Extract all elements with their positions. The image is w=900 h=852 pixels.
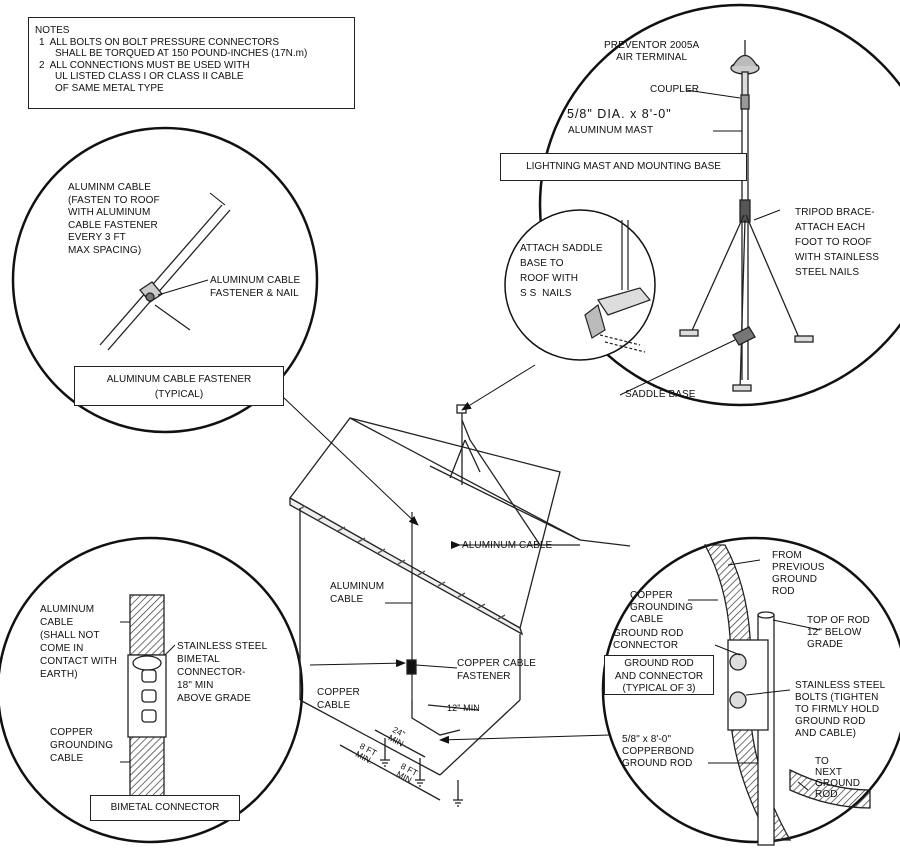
bimetal-copper-label: COPPER GROUNDING CABLE	[50, 727, 114, 764]
fastener-detail-title: ALUMINUM CABLE FASTENER (TYPICAL)	[74, 366, 284, 406]
notes-title: NOTES	[35, 25, 70, 36]
from-previous-label: FROM PREVIOUS GROUND ROD	[772, 550, 825, 597]
coupler-label: COUPLER	[650, 84, 700, 95]
dim-12-label: 12" MIN	[447, 703, 480, 713]
top-of-rod-label: TOP OF ROD 12" BELOW GRADE	[807, 615, 870, 650]
mast-dia-label: 5/8" DIA. x 8'-0"	[567, 107, 672, 121]
ground-detail-title: GROUND ROD AND CONNECTOR (TYPICAL OF 3)	[604, 655, 714, 695]
wall-aluminum-cable-label: ALUMINUM CABLE	[330, 581, 385, 605]
note-item: 1 ALL BOLTS ON BOLT PRESSURE CONNECTORS …	[39, 36, 308, 60]
rod-connector-label: GROUND ROD CONNECTOR	[613, 628, 684, 651]
ground-copper-label: COPPER GROUNDING CABLE	[630, 590, 694, 625]
mast-label: ALUMINUM MAST	[568, 125, 654, 136]
bolts-label: STAINLESS STEEL BOLTS (TIGHTEN TO FIRMLY…	[795, 680, 886, 739]
aluminum-cable-label: ALUMINM CABLE (FASTEN TO ROOF WITH ALUMI…	[68, 182, 160, 256]
notes-box: NOTES 1 ALL BOLTS ON BOLT PRESSURE CONNE…	[28, 17, 355, 109]
ground-rod-drawing	[703, 544, 871, 846]
roof-aluminum-cable-label: ALUMINUM CABLE	[462, 540, 553, 551]
leader-lines	[120, 89, 821, 791]
cable-fastener-label: ALUMINUM CABLE FASTENER & NAIL	[210, 275, 301, 299]
saddle-attach-label: ATTACH SADDLE BASE TO ROOF WITH S S NAIL…	[520, 243, 603, 299]
saddle-base-label: SADDLE BASE	[625, 389, 696, 400]
copper-cable-label: COPPER CABLE	[317, 687, 360, 711]
bimetal-detail-title: BIMETAL CONNECTOR	[90, 795, 240, 821]
copper-fastener-label: COPPER CABLE FASTENER	[457, 658, 537, 682]
tripod-label: TRIPOD BRACE- ATTACH EACH FOOT TO ROOF W…	[795, 207, 880, 278]
bimetal-connector-label: STAINLESS STEEL BIMETAL CONNECTOR- 18" M…	[177, 641, 268, 704]
bimetal-drawing	[127, 594, 167, 816]
ground-rod-label: 5/8" x 8'-0" COPPERBOND GROUND ROD	[622, 734, 695, 769]
mast-detail-title: LIGHTNING MAST AND MOUNTING BASE	[500, 153, 747, 181]
bimetal-aluminum-label: ALUMINUM CABLE (SHALL NOT COME IN CONTAC…	[40, 604, 117, 680]
fastener-drawing	[99, 204, 231, 351]
house-drawing	[289, 404, 631, 807]
note-item: 2 ALL CONNECTIONS MUST BE USED WITH UL L…	[39, 59, 250, 94]
saddle-drawing	[584, 220, 652, 353]
to-next-label: TO NEXT GROUND ROD	[815, 756, 861, 800]
air-terminal-label: PREVENTOR 2005A AIR TERMINAL	[604, 40, 700, 63]
fastener-detail-circle	[11, 126, 319, 434]
saddle-inset	[504, 209, 656, 361]
